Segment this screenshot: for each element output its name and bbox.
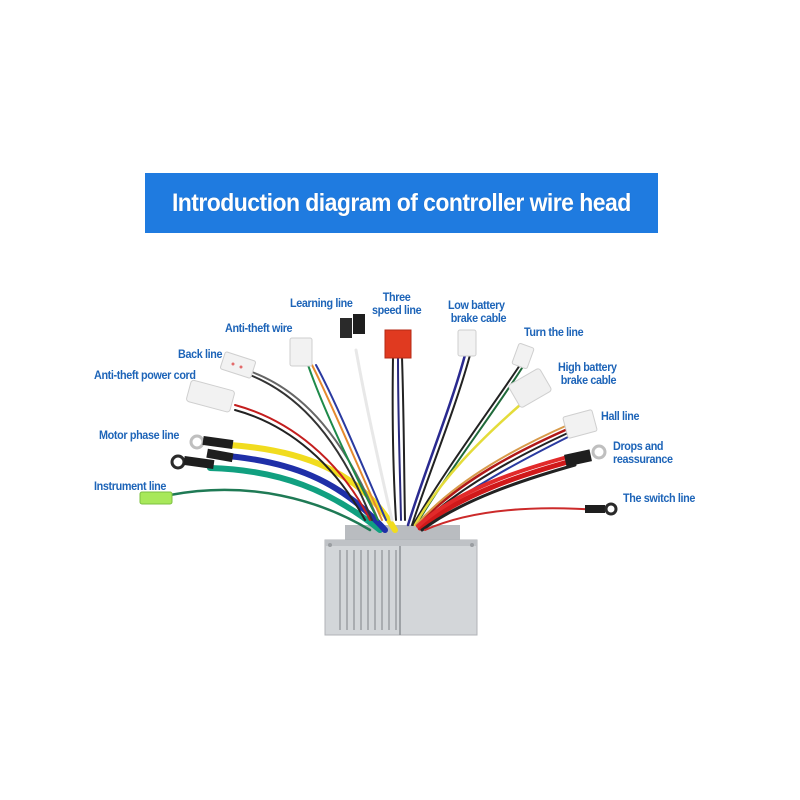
anti-theft-wire-connector — [289, 337, 313, 367]
low-battery-brake-connector — [457, 329, 477, 357]
label-motor-phase-line: Motor phase line — [99, 428, 180, 442]
label-anti-theft-power-cord: Anti-theft power cord — [94, 368, 196, 382]
label-drops-and-reassurance: Drops and reassurance — [613, 440, 673, 466]
connectors — [139, 314, 618, 516]
label-anti-theft-wire: Anti-theft wire — [225, 321, 293, 335]
back-line-connector — [220, 351, 256, 379]
hall-line-connector — [562, 409, 598, 439]
label-high-battery-brake-cable-1: High battery — [558, 360, 617, 374]
controller-body — [324, 525, 478, 636]
title-banner: Introduction diagram of controller wire … — [145, 173, 658, 233]
label-back-line: Back line — [178, 347, 223, 361]
label-instrument-line: Instrument line — [94, 479, 167, 493]
label-learning-line: Learning line — [290, 296, 353, 310]
instrument-line-connector — [139, 491, 173, 505]
label-low-battery-brake-cable-1: Low battery — [448, 298, 505, 312]
label-low-battery-brake-cable-2: brake cable — [450, 311, 507, 325]
label-turn-the-line: Turn the line — [524, 325, 584, 339]
label-three-speed-line-2: speed line — [372, 303, 422, 317]
three-speed-connector — [384, 329, 412, 359]
label-hall-line: Hall line — [601, 409, 640, 423]
switch-line-terminal — [585, 502, 618, 516]
anti-theft-power-cord-connector — [186, 379, 235, 413]
drops-reassurance-terminal — [564, 444, 607, 467]
label-three-speed-line-1: Three — [382, 290, 411, 304]
turn-line-connector — [511, 342, 535, 370]
label-drops-and-reassurance-1: Drops and — [613, 439, 664, 453]
label-high-battery-brake-cable: High battery brake cable — [558, 361, 617, 387]
label-the-switch-line: The switch line — [623, 491, 696, 505]
label-three-speed-line: Three speed line — [372, 290, 422, 317]
label-drops-and-reassurance-2: reassurance — [613, 452, 673, 466]
diagram-title: Introduction diagram of controller wire … — [172, 188, 631, 217]
label-high-battery-brake-cable-2: brake cable — [560, 373, 617, 387]
wires — [168, 348, 601, 533]
motor-phase-terminals — [170, 434, 234, 470]
learning-line-connector — [340, 318, 352, 338]
high-battery-brake-connector — [508, 368, 552, 408]
label-low-battery-brake-cable: Low battery brake cable — [448, 298, 507, 325]
